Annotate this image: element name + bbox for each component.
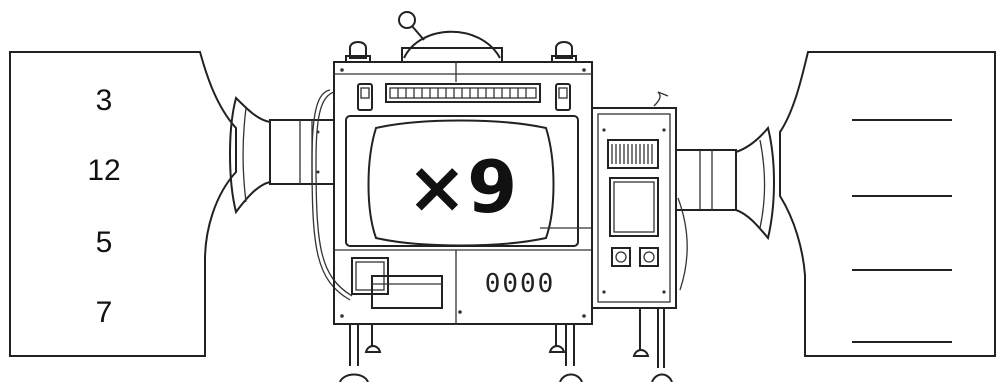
control-cabinet bbox=[591, 91, 677, 309]
machine-legs bbox=[339, 308, 673, 382]
input-funnel bbox=[229, 89, 353, 301]
input-number-1: 3 bbox=[96, 84, 113, 117]
input-panel-frame bbox=[9, 51, 237, 357]
output-panel-frame bbox=[779, 51, 996, 357]
input-number-2: 12 bbox=[87, 154, 120, 187]
input-panel: 3 12 5 7 bbox=[9, 51, 237, 357]
operation-label: ×9 bbox=[407, 145, 517, 229]
input-number-3: 5 bbox=[96, 226, 113, 259]
output-panel bbox=[779, 51, 996, 357]
counter-display: 0000 bbox=[485, 269, 556, 299]
input-number-4: 7 bbox=[96, 296, 113, 329]
machine-body: ×9 0000 bbox=[333, 11, 593, 325]
output-funnel bbox=[675, 125, 775, 291]
